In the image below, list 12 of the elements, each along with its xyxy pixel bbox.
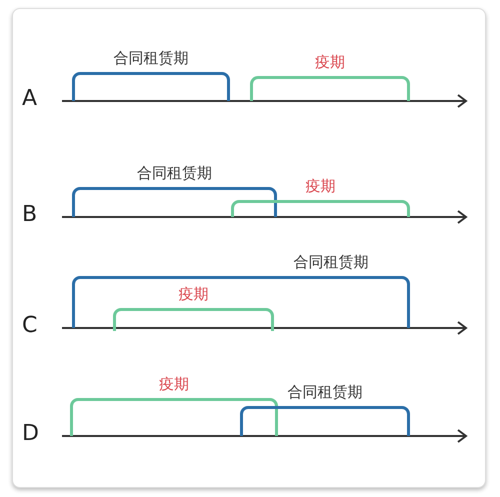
period-label: 疫期	[306, 177, 336, 196]
row-letter: D	[22, 421, 39, 446]
period-label: 疫期	[178, 285, 208, 304]
period-label: 合同租赁期	[114, 49, 188, 68]
period-label: 合同租赁期	[137, 164, 212, 183]
period-label: 合同租赁期	[294, 253, 368, 272]
period-label: 合同租赁期	[288, 383, 362, 402]
row-letter: A	[22, 86, 38, 111]
period-label: 疫期	[315, 53, 345, 72]
row-letter: B	[22, 202, 38, 227]
period-label: 疫期	[159, 375, 189, 394]
row-letter: C	[22, 313, 38, 338]
